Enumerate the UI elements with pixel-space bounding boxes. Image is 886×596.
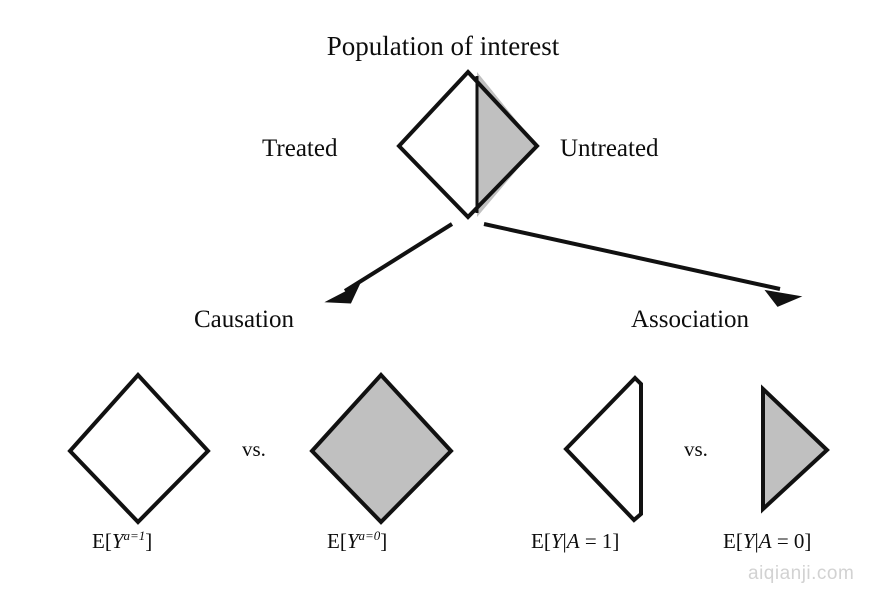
population-node [396,69,540,220]
formula-superscript: a=0 [358,528,381,543]
formula-variable: Y [346,529,359,553]
formula-variable-2: A [566,529,580,553]
formula-variable: Y [550,529,563,553]
untreated-label: Untreated [560,135,659,162]
formula-causation-untreated: E[Ya=0] [327,528,388,553]
association-treated-half-diamond [563,375,643,523]
formula-suffix: = 1] [579,529,620,553]
population-diamond-outline [396,69,540,220]
formula-conditional-bar: | [562,529,567,553]
arrow-to-causation [324,222,454,304]
formula-suffix: = 0] [771,529,812,553]
formula-superscript: a=1 [123,528,146,543]
association-label: Association [631,306,750,333]
formula-association-treated: E[Y|A = 1] [531,531,619,552]
site-watermark: aiqianji.com [748,563,855,584]
arrow-to-association [483,222,803,307]
formula-variable: Y [111,529,124,553]
formula-variable-2: A [758,529,772,553]
association-vs-label: vs. [684,437,708,461]
formula-suffix: ] [380,529,388,553]
population-untreated-half-fill [477,72,537,217]
formula-conditional-bar: | [754,529,759,553]
page-title: Population of interest [326,31,560,61]
formula-prefix: E[ [92,529,112,553]
causation-treated-diamond [67,372,211,525]
formula-prefix: E[ [327,529,347,553]
causation-untreated-diamond [309,372,454,525]
formula-prefix: E[ [531,529,551,553]
formula-prefix: E[ [723,529,743,553]
formula-suffix: ] [145,529,153,553]
formula-causation-treated: E[Ya=1] [92,528,153,553]
causation-label: Causation [194,306,294,333]
causation-vs-label: vs. [242,437,266,461]
population-treated-half [399,72,477,217]
treated-label: Treated [262,135,338,162]
formula-association-untreated: E[Y|A = 0] [723,531,811,552]
formula-variable: Y [742,529,755,553]
association-untreated-half-triangle [761,384,830,514]
